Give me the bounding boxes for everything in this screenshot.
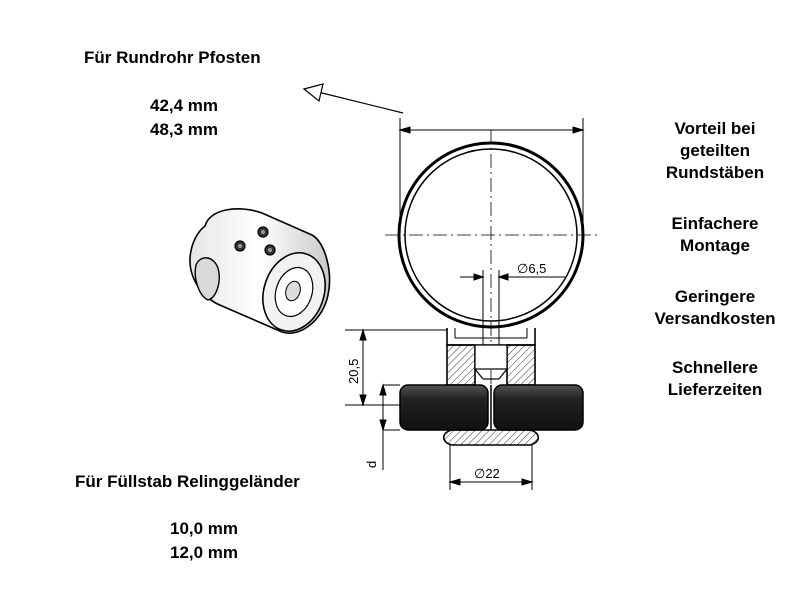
benefit-1: Vorteil bei geteilten Rundstäben (640, 118, 790, 184)
rod-heading: Für Füllstab Relinggeländer (75, 472, 300, 491)
pointer-arrow (302, 83, 404, 114)
benefit-3: Geringere Versandkosten (630, 286, 800, 330)
benefit-4-line1: Schnellere (672, 358, 758, 377)
benefit-4: Schnellere Lieferzeiten (640, 357, 790, 401)
post-size-2: 48,3 mm (150, 120, 219, 139)
benefit-1-line2: geteilten (680, 141, 750, 160)
benefit-2-line2: Montage (680, 236, 750, 255)
clamp-illustration (189, 208, 331, 334)
benefit-2-line1: Einfachere (671, 214, 759, 233)
height-dimension-label: 20,5 (346, 359, 361, 384)
benefit-1-line1: Vorteil bei (674, 119, 756, 138)
benefit-2: Einfachere Montage (640, 213, 790, 257)
section-drawing (345, 118, 597, 490)
base-diameter-label: ∅22 (474, 466, 500, 481)
benefit-1-line3: Rundstäben (665, 163, 765, 182)
post-size-1: 42,4 mm (150, 96, 219, 115)
hole-diameter-label: ∅6,5 (517, 261, 546, 276)
d-dimension-label: d (364, 461, 379, 468)
benefit-3-line2: Versandkosten (654, 309, 776, 328)
rod-size-2: 12,0 mm (170, 543, 239, 562)
filler-rods (399, 384, 584, 431)
rod-size-1: 10,0 mm (170, 519, 239, 538)
benefit-4-line2: Lieferzeiten (667, 380, 763, 399)
benefit-3-line1: Geringere (674, 287, 756, 306)
post-heading: Für Rundrohr Pfosten (84, 48, 261, 67)
